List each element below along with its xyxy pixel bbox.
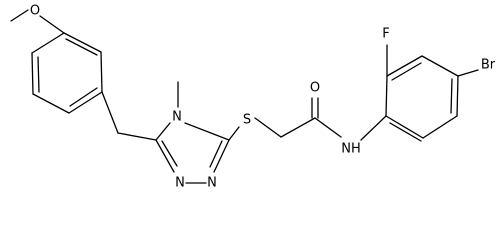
atom-label-s: S [243,113,251,128]
bond-ring-a-6 [31,32,65,54]
bond-triazole-c5-n1-inner [161,140,178,167]
bond-ring-a-1 [63,32,102,53]
atom-label-nh-amide: NH [341,142,361,157]
bond-ring-b-5-inner [391,62,422,81]
atom-label-o-carbonyl: O [310,81,320,96]
bond-ch2-carbonyl [280,117,316,138]
bond-ring-b-6 [385,75,388,117]
bond-ring-a-5 [31,52,34,95]
molecule-structure-diagram: O F Br O NH S N N N [10,4,496,191]
bond-ring-a-3 [68,91,103,114]
bond-ch2-triazole [117,132,157,141]
bond-ring-b-3 [456,75,459,117]
bond-triazole-n2-c3 [213,139,230,173]
atom-label-n-ring-1: N [175,176,185,191]
bond-triazole-c3-n4 [184,122,230,141]
bond-s-ch2 [254,117,282,138]
bond-ring-a-2 [100,51,103,93]
bond-aryl-ch2 [101,91,119,134]
atom-label-o-methoxy: O [30,4,40,19]
bond-o-aryl [39,15,65,34]
bond-ring-b-1-inner [389,122,422,142]
bond-ring-b-1 [385,115,424,139]
bond-ring-b-5 [386,55,423,77]
atom-label-br: Br [481,58,496,73]
bond-triazole-n2-c3-inner [209,140,223,168]
bond-c3-s [228,126,240,141]
bond-ring-a-1-inner [65,38,98,56]
bond-ring-a-5-inner [37,56,40,93]
bond-triazole-c5-n4 [155,122,171,141]
bond-n-aryl [360,115,387,141]
bond-methoxy-ch3 [10,9,29,22]
bond-ring-a-4 [32,93,70,114]
atom-label-n-ring-methyl: N [172,110,182,125]
bond-ring-b-3-inner [450,78,453,114]
bond-c-br [457,69,479,77]
bond-ring-b-2 [422,115,458,139]
bond-triazole-c5-n1 [155,139,175,173]
bond-carbonyl-n [314,117,342,138]
atom-label-n-ring-2: N [207,176,217,191]
atom-labels: O F Br O NH S N N N [30,4,496,191]
bonds [10,9,479,184]
atom-label-f: F [382,27,389,42]
bond-ring-a-3-inner [69,87,98,107]
bond-ring-b-4 [421,55,459,77]
